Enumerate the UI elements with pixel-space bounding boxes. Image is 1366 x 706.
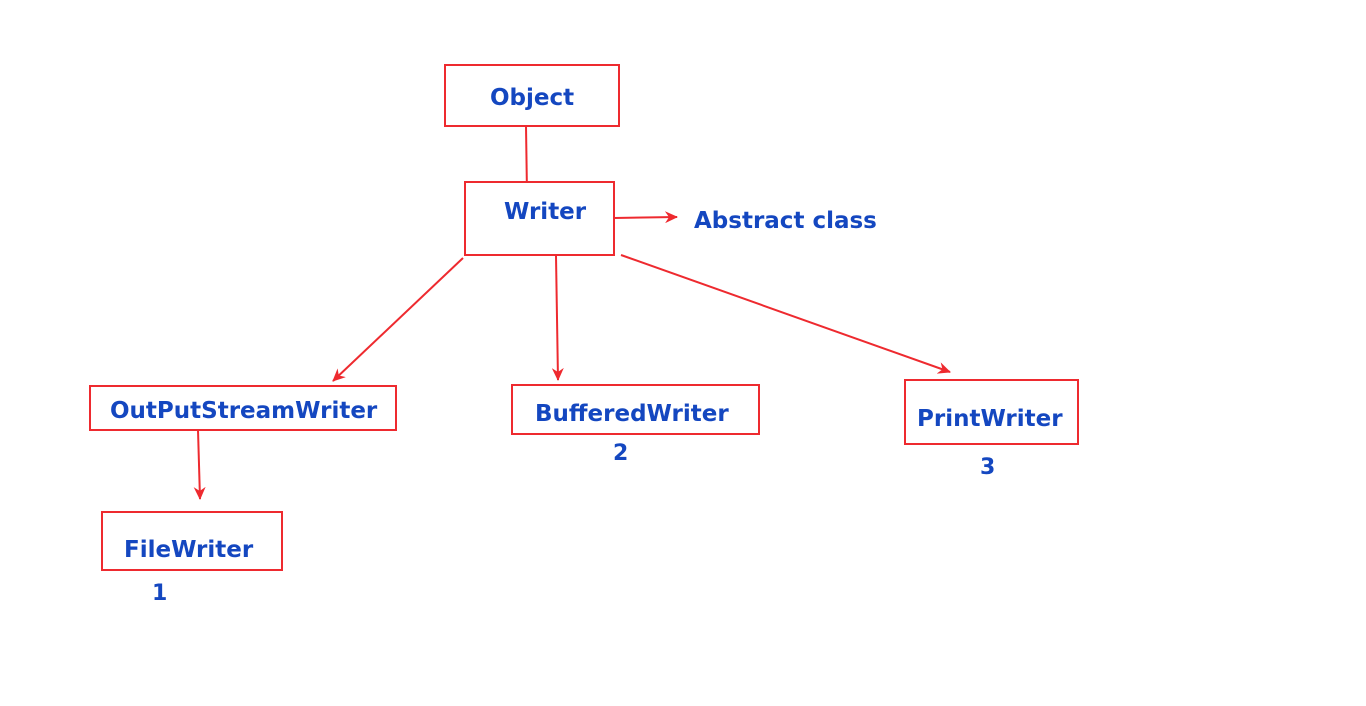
arrow-writer-to-outputstreamwriter xyxy=(332,257,464,382)
arrow-writer-to-abstract-class xyxy=(613,211,678,224)
bufferedwriter-number: 2 xyxy=(613,441,629,466)
abstract-class-note: Abstract class xyxy=(694,208,877,234)
object-label: Object xyxy=(490,85,575,111)
writer-label: Writer xyxy=(504,199,587,225)
printwriter-node xyxy=(904,379,1079,445)
writer-node xyxy=(464,181,615,256)
arrow-writer-to-bufferedwriter xyxy=(551,255,564,381)
outputstreamwriter-label: OutPutStreamWriter xyxy=(110,398,378,424)
filewriter-number: 1 xyxy=(152,581,168,606)
filewriter-node xyxy=(101,511,283,571)
outputstreamwriter-node xyxy=(89,385,397,431)
bufferedwriter-node xyxy=(511,384,760,435)
bufferedwriter-label: BufferedWriter xyxy=(535,401,729,427)
arrow-writer-to-printwriter xyxy=(620,254,951,374)
printwriter-label: PrintWriter xyxy=(917,406,1063,432)
arrow-outputstreamwriter-to-filewriter xyxy=(193,429,206,500)
filewriter-label: FileWriter xyxy=(124,537,254,563)
object-node xyxy=(444,64,620,127)
printwriter-number: 3 xyxy=(980,455,996,480)
